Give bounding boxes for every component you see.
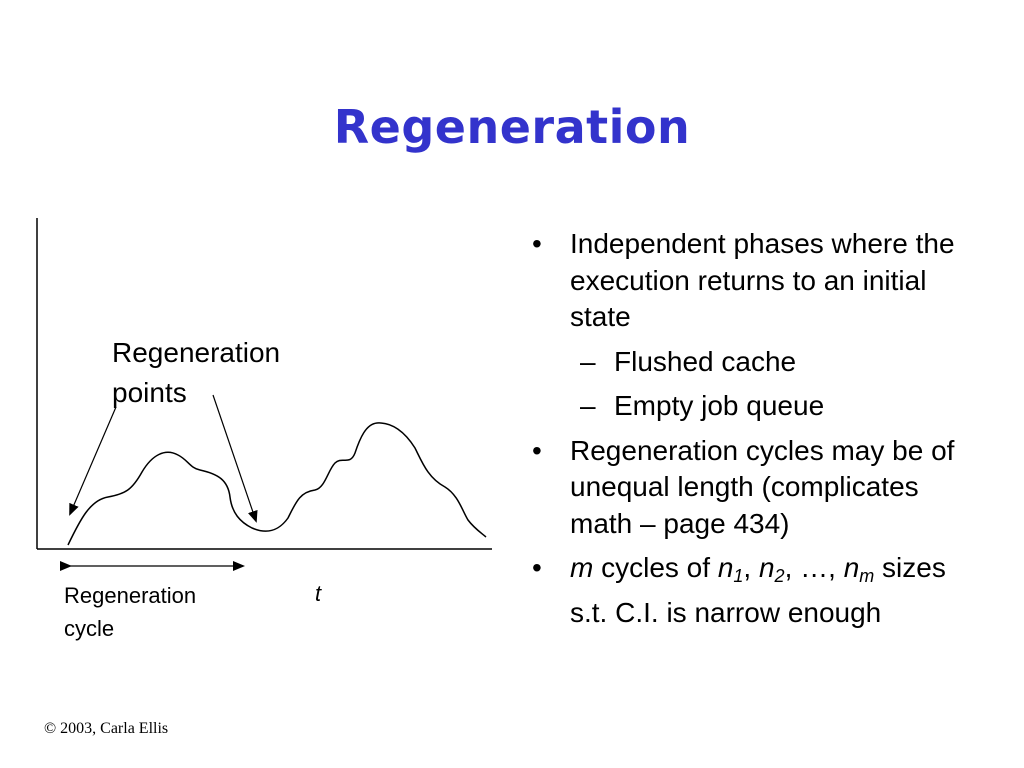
time-axis-label: t <box>315 581 322 606</box>
copyright-footer: © 2003, Carla Ellis <box>44 720 169 737</box>
sub-bullet-text-1: Flushed cache <box>614 345 797 377</box>
subscript-1: 1 <box>733 566 744 586</box>
regeneration-points-label-line2: points <box>112 377 187 408</box>
sub-bullet-marker: – <box>580 345 596 377</box>
subscript-2: 2 <box>774 566 785 586</box>
regeneration-curve <box>67 422 487 546</box>
regeneration-cycle-label-line1: Regeneration <box>64 583 196 608</box>
sizes-text: sizes s.t. C.I. is narrow enough <box>570 552 946 628</box>
var-n2: n <box>758 552 775 583</box>
regeneration-point-arrow-right <box>212 394 258 523</box>
bullet-text-1: Independent phases where the execution r… <box>570 228 955 332</box>
bullet-item-3: • m cycles of n1, n2, …, nm sizes s.t. C… <box>530 550 970 631</box>
sub-bullet-text-2: Empty job queue <box>614 390 825 421</box>
ellipsis: , …, <box>784 552 844 583</box>
bullet-list: • Independent phases where the execution… <box>530 226 970 639</box>
bullet-marker: • <box>532 552 542 583</box>
bullet-marker: • <box>532 228 542 259</box>
bullet-item-1: • Independent phases where the execution… <box>530 226 970 336</box>
bullet-text-2: Regeneration cycles may be of unequal le… <box>570 434 955 539</box>
sub-bullet-item-1: – Flushed cache <box>530 344 970 381</box>
var-nm: n <box>843 552 860 583</box>
sub-bullet-marker: – <box>580 390 596 421</box>
var-m: m <box>570 552 594 583</box>
slide-title: Regeneration <box>333 100 691 154</box>
sub-bullet-item-2: – Empty job queue <box>530 388 970 425</box>
regeneration-points-label-line1: Regeneration <box>112 337 280 368</box>
regeneration-point-arrow-left <box>69 406 117 516</box>
cycles-of-text: cycles of <box>593 552 718 583</box>
bullet-marker: • <box>532 434 542 466</box>
var-n1: n <box>717 552 734 583</box>
separator: , <box>743 552 759 583</box>
bullet-item-2: • Regeneration cycles may be of unequal … <box>530 433 970 543</box>
bullet-text-3: m cycles of n1, n2, …, nm sizes s.t. C.I… <box>570 552 946 628</box>
regeneration-cycle-label-line2: cycle <box>64 616 114 641</box>
subscript-m: m <box>859 566 875 586</box>
